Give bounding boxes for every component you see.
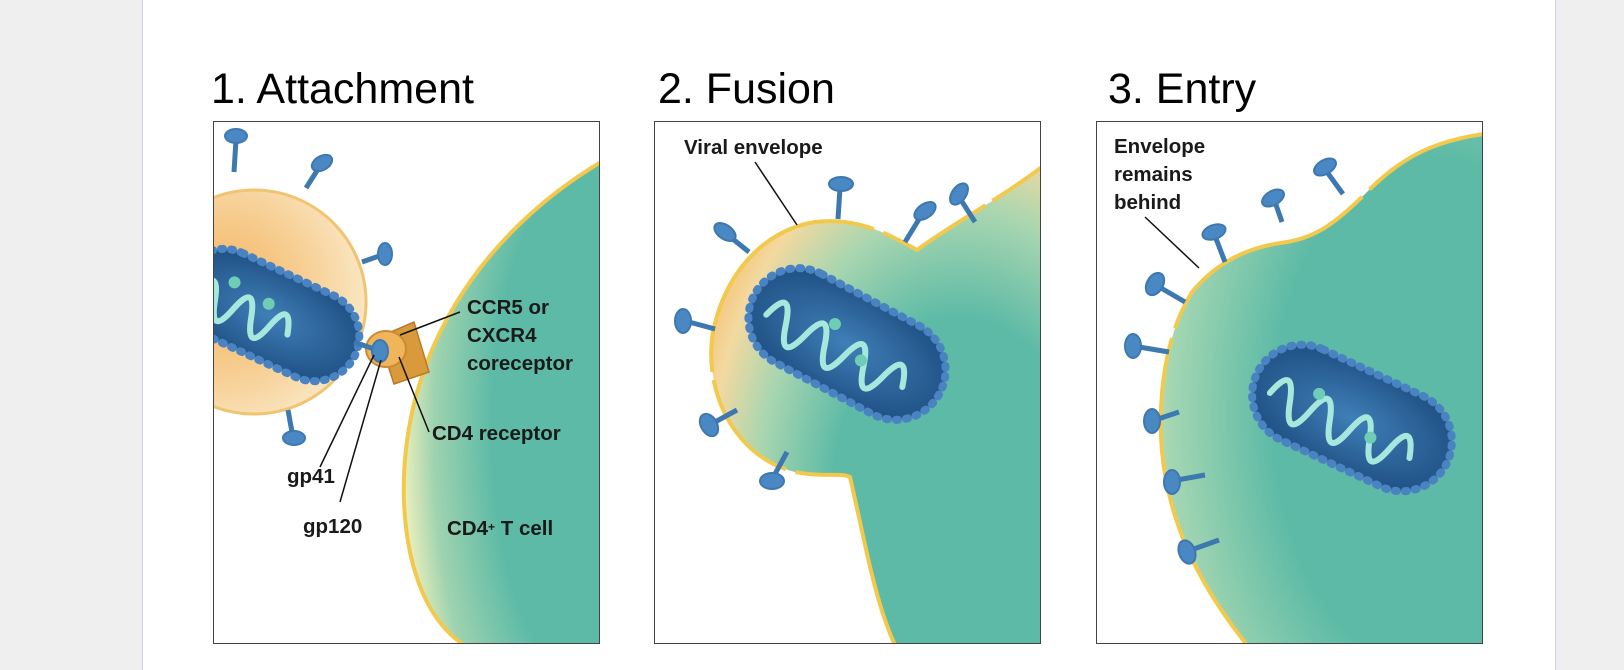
virus-capsid-1	[214, 244, 364, 386]
panel-entry: Envelope remains behind	[1096, 121, 1483, 644]
entry-illustration	[1124, 132, 1482, 643]
envelope-remains-label: Envelope remains behind	[1114, 135, 1206, 214]
t-cell-label: CD4+ T cell	[447, 517, 554, 540]
panel-title-entry: 3. Entry	[1108, 65, 1257, 113]
panel-title-attachment: 1. Attachment	[211, 65, 474, 113]
gp120-label: gp120	[303, 515, 363, 538]
cd4-receptor-label: CD4 receptor	[432, 422, 561, 445]
viral-envelope-label: Viral envelope	[684, 136, 823, 159]
attachment-illustration	[214, 128, 599, 643]
fusion-illustration	[674, 161, 1040, 643]
leader-lines-1	[319, 311, 461, 503]
coreceptor-label: CCR5 or CXCR4 coreceptor	[467, 296, 573, 375]
virus-spikes-2	[674, 176, 978, 490]
gp41-label: gp41	[287, 465, 335, 488]
panel-attachment: CCR5 or CXCR4 coreceptor CD4 receptor gp…	[213, 121, 600, 644]
slide: 1. Attachment	[142, 0, 1556, 670]
leader-line-envelope	[754, 161, 798, 226]
panel-title-fusion: 2. Fusion	[658, 65, 835, 113]
virus-capsid-3	[1248, 340, 1456, 496]
envelope-spikes-3	[1124, 157, 1346, 565]
t-cell-body	[401, 160, 599, 643]
panel-fusion: Viral envelope	[654, 121, 1041, 644]
leader-line-envelope-behind	[1144, 216, 1200, 269]
virus-capsid-2	[744, 264, 950, 424]
